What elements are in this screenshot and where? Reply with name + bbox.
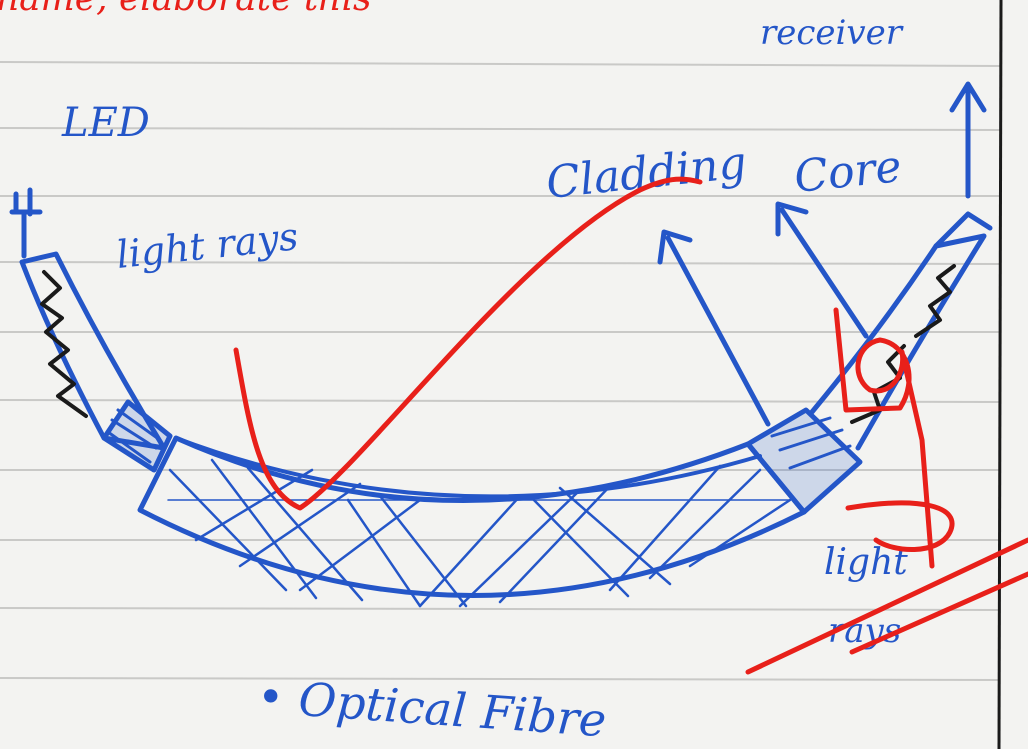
light-ray-zigzags bbox=[40, 264, 956, 424]
margin-line bbox=[997, 0, 1003, 749]
cladding-label: Cladding bbox=[544, 137, 749, 209]
core-pointer bbox=[775, 201, 869, 339]
red-figure-nine bbox=[833, 307, 935, 569]
red-check-stroke bbox=[233, 176, 703, 511]
cable-hatching bbox=[167, 458, 792, 608]
diagram-caption: • Optical Fibre bbox=[255, 669, 608, 747]
optical-fibre bbox=[9, 81, 993, 608]
receiver-label: receiver bbox=[760, 13, 904, 53]
red-slash-one bbox=[745, 537, 1028, 675]
fibre-core-line bbox=[174, 436, 762, 499]
led-emitter bbox=[9, 187, 43, 259]
core-label: Core bbox=[792, 141, 904, 203]
red-squiggle bbox=[845, 500, 955, 552]
led-label: LED bbox=[61, 100, 150, 146]
header-red-text: name, elaborate this bbox=[0, 0, 372, 19]
red-slash-two bbox=[849, 571, 1028, 655]
cladding-pointer bbox=[657, 229, 771, 427]
fibre-main-body bbox=[137, 435, 807, 598]
ruled-lines bbox=[0, 61, 1001, 681]
teacher-marks bbox=[233, 176, 1028, 675]
light-rays-left-label: light rays bbox=[114, 214, 300, 277]
receiver-arrow bbox=[949, 81, 987, 199]
